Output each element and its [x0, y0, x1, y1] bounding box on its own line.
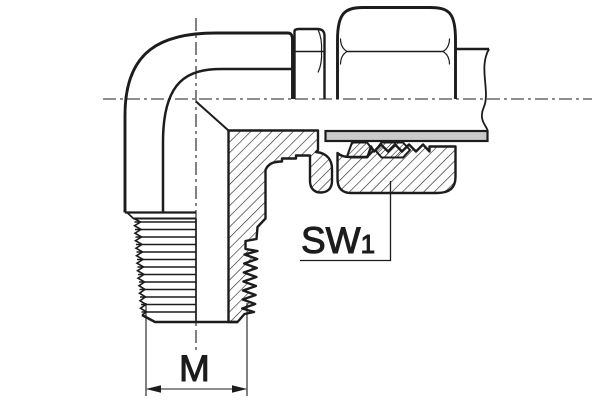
tube-outline [455, 47, 490, 132]
bore-corner-chamfer [195, 100, 230, 132]
drawing-root-group: SW1 M [103, 6, 592, 396]
centerlines [103, 18, 592, 352]
dimension-arrow-right [232, 385, 247, 393]
body-hex-corner-flare [317, 29, 323, 73]
thread-crest-lines [134, 221, 196, 313]
elbow-inner-contour [161, 67, 295, 213]
union-nut-outline [336, 6, 457, 99]
tube-wall-section [324, 129, 489, 143]
elbow-outer-contour [123, 31, 294, 213]
m-dimension-label: M [179, 348, 210, 389]
m-dimension: M [145, 303, 248, 396]
body-section [227, 129, 334, 324]
section-hatch-group [227, 129, 457, 324]
dimension-arrow-left [146, 385, 161, 393]
body-thread-chamfer [126, 211, 135, 220]
nut-silhouette [336, 6, 457, 99]
elbow-body-outline [123, 27, 326, 220]
nut-facet-flares [339, 38, 451, 65]
tube-break-line [480, 48, 490, 132]
bore-edges [195, 100, 230, 322]
body-hex-outline [293, 27, 326, 99]
sw1-leader-line [300, 181, 392, 262]
male-thread [132, 217, 238, 324]
cutting-ring-section [346, 141, 411, 159]
sw1-callout: SW1 [300, 181, 392, 262]
extension-lines [145, 303, 248, 396]
leg-bottom-edge [141, 313, 238, 324]
sw1-label: SW1 [301, 220, 375, 261]
